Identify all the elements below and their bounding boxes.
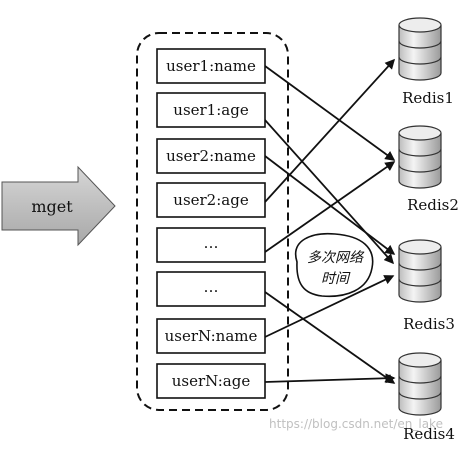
server-label: Redis2 xyxy=(407,196,459,214)
key-label: user1:name xyxy=(166,57,256,75)
database-icon xyxy=(398,352,442,416)
mget-label: mget xyxy=(31,197,73,216)
key-label: userN:age xyxy=(172,372,251,390)
arrow-userN-name-to-redis3 xyxy=(264,275,395,338)
key-box-user1-age: user1:age xyxy=(156,92,266,128)
redis-server-4: Redis4 xyxy=(398,352,455,443)
request-arrows xyxy=(264,58,396,384)
key-label: userN:name xyxy=(165,327,258,345)
key-box-user2-age: user2:age xyxy=(156,182,266,218)
redis-server-1: Redis1 xyxy=(398,17,454,107)
key-box-userN-age: userN:age xyxy=(156,363,266,399)
key-box-userN-name: userN:name xyxy=(156,318,266,354)
database-icon xyxy=(398,125,442,189)
annotation-line-2: 时间 xyxy=(321,271,351,287)
key-group-container xyxy=(136,32,289,411)
key-box-ellipsis-2: … xyxy=(156,271,266,307)
database-icon xyxy=(398,17,442,81)
key-label: user1:age xyxy=(173,101,249,119)
mget-arrow: mget xyxy=(1,165,116,247)
key-box-ellipsis-1: … xyxy=(156,227,266,263)
arrow-ellipsis2-to-redis4 xyxy=(264,291,396,384)
key-box-user1-name: user1:name xyxy=(156,48,266,84)
redis-server-2: Redis2 xyxy=(398,125,459,214)
arrow-user1-age-to-redis3 xyxy=(264,119,395,265)
key-label: … xyxy=(204,278,219,296)
server-label: Redis1 xyxy=(402,89,454,107)
annotation-line-1: 多次网络 xyxy=(307,250,365,266)
arrow-user2-age-to-redis1 xyxy=(264,58,396,203)
arrow-user1-name-to-redis2 xyxy=(264,65,396,161)
key-box-user2-name: user2:name xyxy=(156,138,266,174)
server-label: Redis4 xyxy=(403,425,455,443)
arrow-ellipsis1-to-redis2 xyxy=(264,161,396,253)
redis-server-3: Redis3 xyxy=(398,239,455,333)
server-label: Redis3 xyxy=(403,315,455,333)
key-label: user2:name xyxy=(166,147,256,165)
key-label: user2:age xyxy=(173,191,249,209)
arrow-user2-name-to-redis3 xyxy=(264,155,396,255)
arrow-userN-age-to-redis4 xyxy=(264,373,396,384)
database-icon xyxy=(398,239,442,303)
network-time-annotation: 多次网络 时间 xyxy=(294,232,374,298)
watermark-text: https://blog.csdn.net/en_lake xyxy=(269,417,443,431)
key-label: … xyxy=(204,234,219,252)
key-list: user1:name user1:age user2:name user2:ag… xyxy=(156,48,266,399)
